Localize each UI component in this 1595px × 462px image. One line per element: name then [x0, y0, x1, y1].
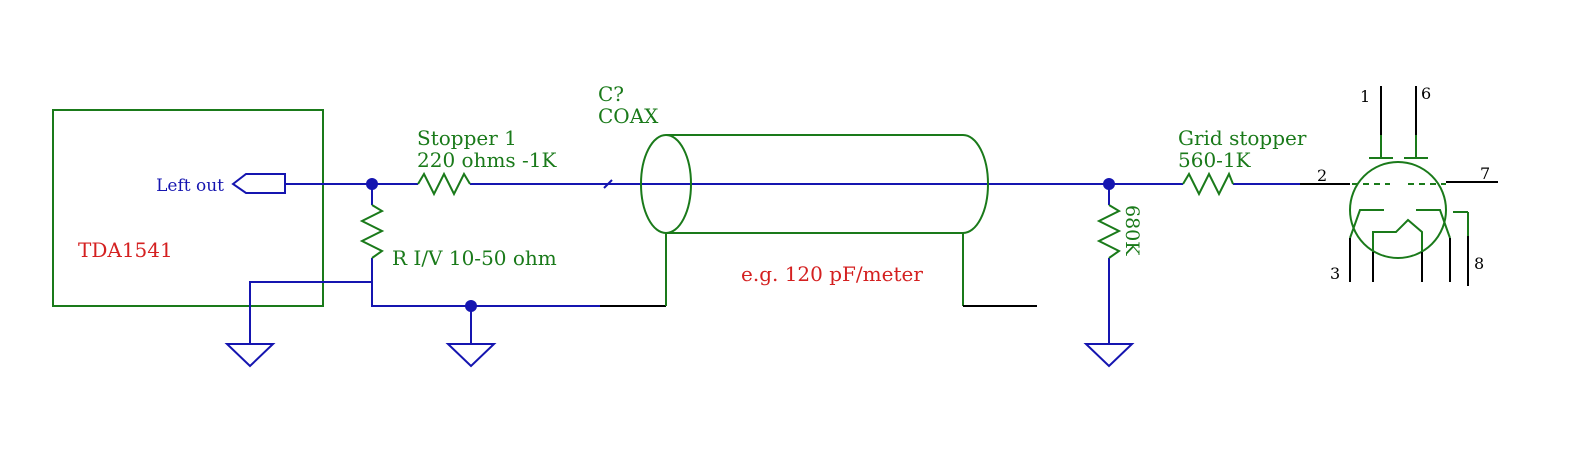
grid-stopper-resistor[interactable]: Grid stopper 560-1K	[1178, 126, 1307, 197]
stopper1-resistor[interactable]: Stopper 1 220 ohms -1K	[417, 126, 558, 197]
resistor-icon	[1096, 204, 1122, 259]
resistor-icon	[359, 204, 385, 259]
resistor-icon	[417, 171, 471, 197]
vacuum-tube-icon	[1349, 86, 1498, 286]
ground-icon	[445, 343, 497, 368]
stopper1-value-label: 220 ohms -1K	[417, 148, 558, 172]
tube-pin-label: 6	[1421, 84, 1431, 103]
coax-note-label: e.g. 120 pF/meter	[741, 262, 923, 286]
junction-dot-icon	[1103, 178, 1115, 190]
riv-resistor[interactable]: R I/V 10-50 ohm	[359, 204, 557, 270]
chip-ground-wire	[249, 281, 372, 344]
grid-leak-resistor[interactable]: 680K	[1096, 204, 1143, 259]
resistor-icon	[1182, 171, 1234, 197]
port-label: Left out	[156, 176, 224, 196]
tube-pin-label: 2	[1317, 166, 1327, 185]
junction-dot-icon	[366, 178, 378, 190]
chip-name-label: TDA1541	[78, 238, 173, 262]
output-port-icon	[231, 173, 286, 194]
stopper1-name-label: Stopper 1	[417, 126, 517, 150]
vacuum-tube[interactable]: 1 6 2 7 3 8	[1317, 84, 1498, 286]
ground-bus	[371, 184, 1110, 344]
ground-icon	[1083, 343, 1135, 368]
grid-leak-value-label: 680K	[1121, 205, 1143, 256]
coax-cable[interactable]: C? COAX e.g. 120 pF/meter	[598, 82, 1037, 307]
coax-cable-icon	[640, 134, 989, 306]
tube-pin-label: 7	[1480, 164, 1490, 183]
tube-pin-label: 1	[1360, 87, 1370, 106]
tube-pin-label: 8	[1474, 254, 1484, 273]
tda1541-chip[interactable]: TDA1541 Left out	[52, 109, 324, 307]
coax-tick-mark	[603, 179, 613, 189]
tube-pin-label: 3	[1330, 264, 1340, 283]
grid-stopper-value-label: 560-1K	[1178, 148, 1252, 172]
ground-icon	[224, 343, 276, 368]
grid-stopper-name-label: Grid stopper	[1178, 126, 1307, 150]
riv-label: R I/V 10-50 ohm	[392, 246, 557, 270]
coax-ref-label: C?	[598, 82, 624, 106]
coax-name-label: COAX	[598, 104, 659, 128]
junction-dot-icon	[465, 300, 477, 312]
